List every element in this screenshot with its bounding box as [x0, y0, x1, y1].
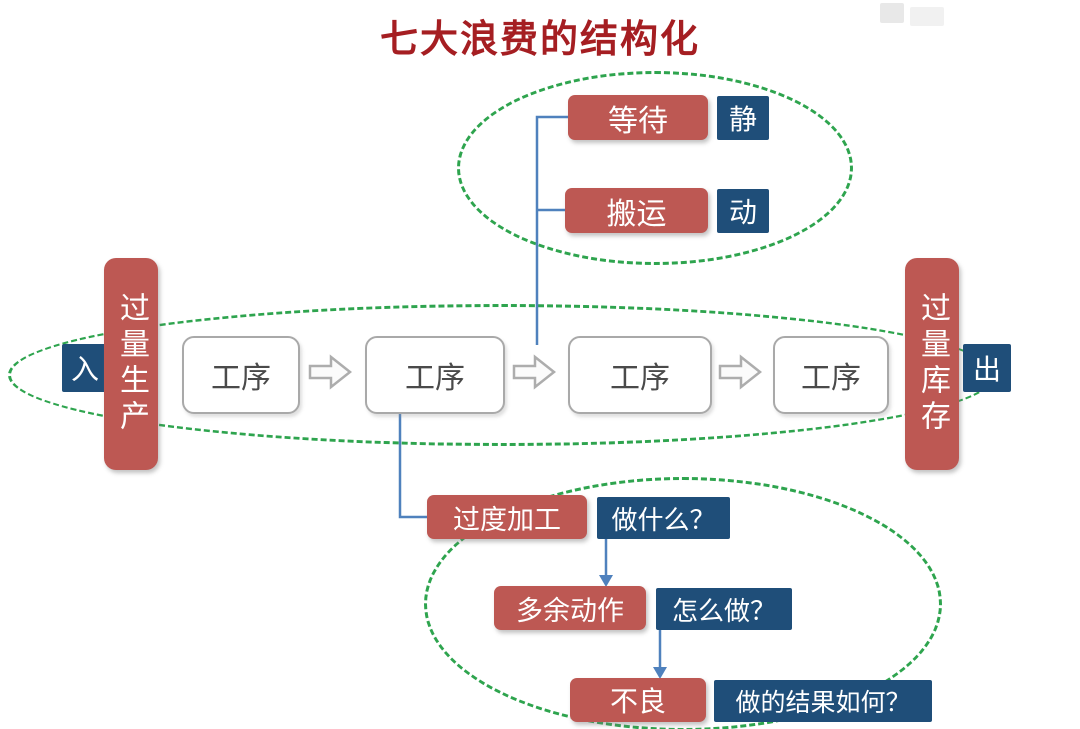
question-label: 怎么做？	[671, 595, 776, 626]
flow-in-box: 入	[62, 344, 108, 392]
arrowhead-down-1	[599, 575, 613, 587]
connector-top-branch	[535, 115, 568, 345]
screen-artifact	[880, 3, 904, 23]
flow-out-box: 出	[963, 344, 1011, 392]
process-box-4: 工序	[773, 336, 889, 414]
question-box-result: 做的结果如何？	[714, 680, 932, 722]
diagram-title: 七大浪费的结构化	[379, 19, 700, 61]
process-label: 工序	[801, 362, 861, 395]
question-box-what: 做什么？	[597, 497, 730, 539]
process-box-2: 工序	[365, 336, 505, 414]
question-box-how: 怎么做？	[656, 588, 792, 630]
tag-box-static: 静	[717, 96, 769, 140]
flow-arrow-icon	[307, 352, 353, 397]
waste-box-transport: 搬运	[565, 188, 708, 233]
top-waste-group-ellipse	[457, 71, 853, 265]
process-label: 工序	[405, 362, 465, 395]
flow-in-label: 入	[70, 354, 99, 385]
waste-box-waiting: 等待	[568, 95, 708, 140]
waste-box-unnecessary-motion: 多余动作	[494, 586, 646, 630]
connector-process-to-overprocessing	[398, 410, 427, 519]
process-label: 工序	[211, 362, 271, 395]
process-box-3: 工序	[568, 336, 712, 414]
flow-out-label: 出	[972, 354, 1001, 385]
tag-label: 静	[728, 104, 757, 135]
flow-arrow-icon	[511, 352, 557, 397]
waste-box-excess-inventory: 过量库存	[905, 258, 959, 470]
waste-label: 不良	[609, 686, 666, 717]
process-label: 工序	[610, 362, 670, 395]
waste-label: 过量生产	[115, 292, 148, 436]
waste-label: 多余动作	[516, 595, 624, 626]
question-label: 做的结果如何？	[735, 689, 911, 717]
waste-box-defects: 不良	[570, 678, 706, 722]
waste-label: 过量库存	[916, 292, 949, 436]
flow-arrow-icon	[717, 352, 763, 397]
tag-label: 动	[728, 197, 757, 228]
waste-label: 搬运	[606, 197, 667, 231]
screen-artifact	[910, 7, 944, 26]
waste-box-overproduction: 过量生产	[104, 258, 158, 470]
tag-box-motion: 动	[717, 189, 769, 233]
arrowhead-down-2	[653, 667, 667, 679]
waste-box-overprocessing: 过度加工	[427, 495, 587, 539]
waste-label: 等待	[608, 104, 668, 138]
waste-label: 过度加工	[453, 504, 561, 535]
process-box-1: 工序	[182, 336, 300, 414]
question-label: 做什么？	[611, 504, 716, 535]
